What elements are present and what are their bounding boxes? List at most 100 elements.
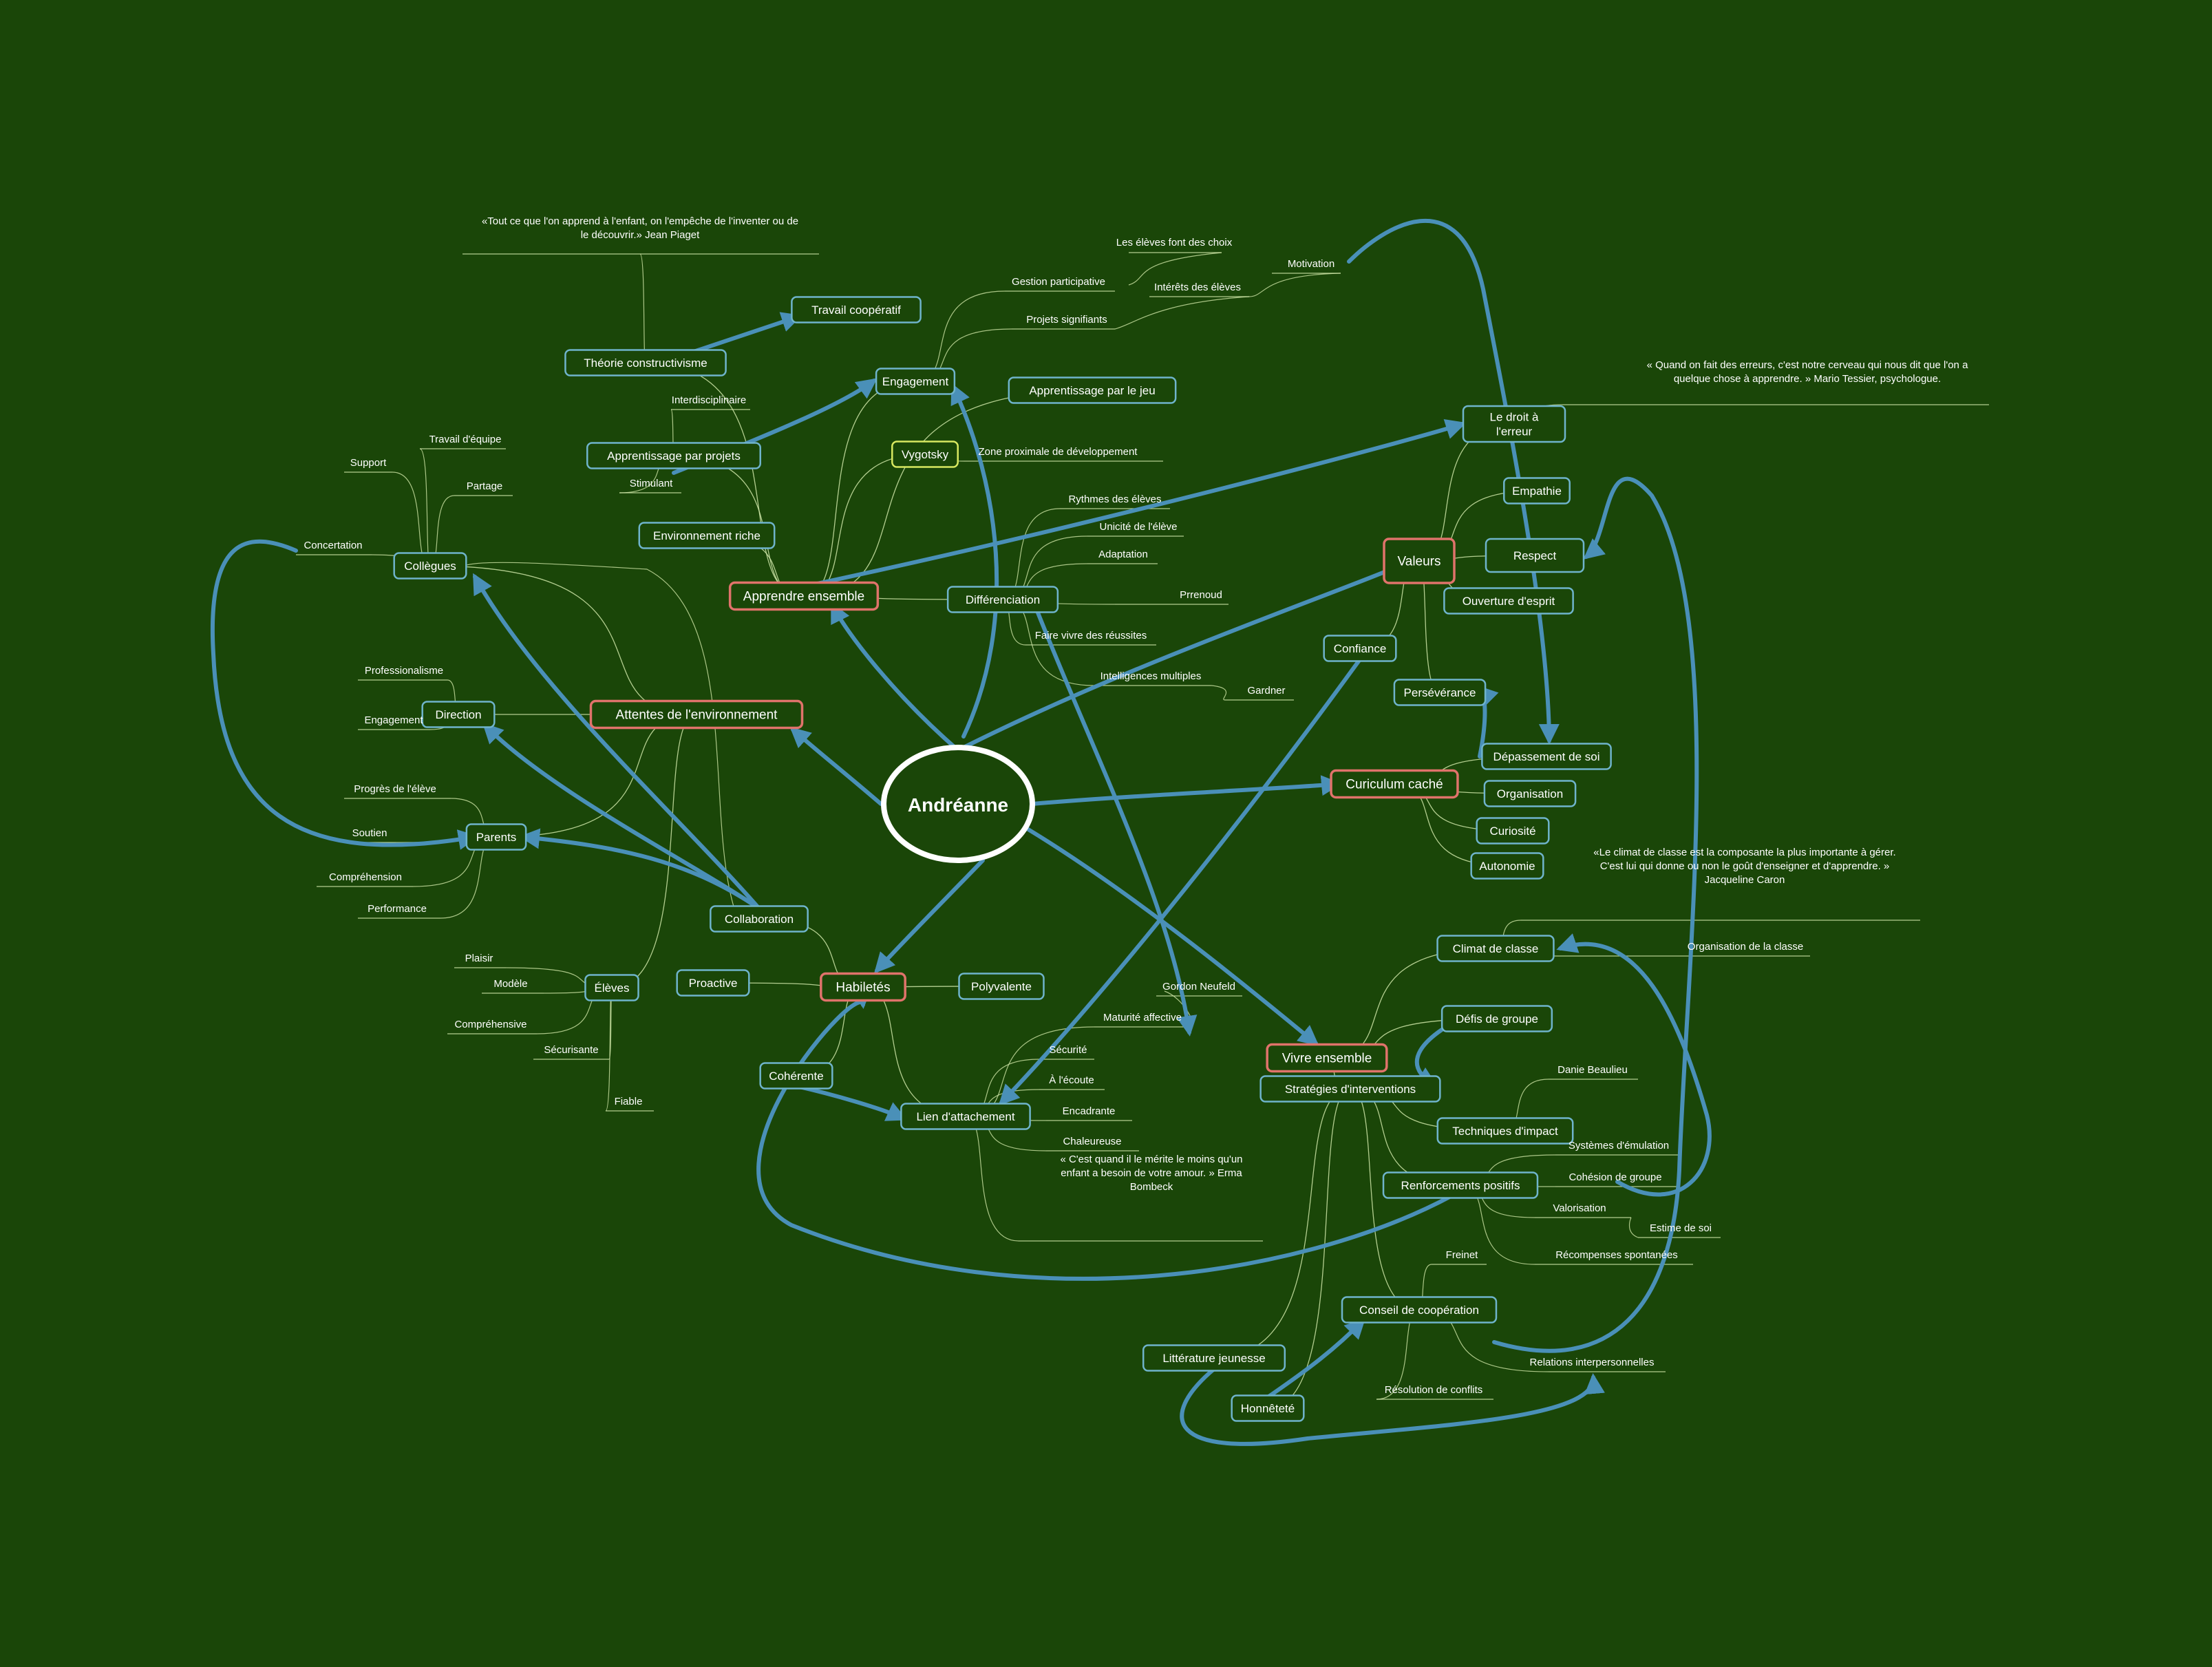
topic-apprendre[interactable]: Apprendre ensemble [728, 581, 880, 611]
topic-defis[interactable]: Défis de groupe [1440, 1005, 1553, 1032]
topic-vivre[interactable]: Vivre ensemble [1266, 1043, 1388, 1073]
topic-box[interactable] [1231, 1394, 1305, 1422]
topic-perseverance[interactable]: Persévérance [1393, 679, 1487, 706]
connector-arrow[interactable] [831, 602, 960, 752]
topic-autonomie[interactable]: Autonomie [1470, 852, 1544, 880]
topic-box[interactable] [875, 368, 956, 395]
topic-app-projets[interactable]: Apprentissage par projets [586, 442, 761, 469]
topic-box[interactable] [820, 972, 906, 1002]
topic-box[interactable] [1382, 1171, 1539, 1199]
topic-renforcements[interactable]: Renforcements positifs [1382, 1171, 1539, 1199]
topic-box[interactable] [900, 1103, 1031, 1130]
connector-arrow[interactable] [210, 539, 479, 850]
topic-box[interactable] [1440, 1005, 1553, 1032]
topic-techniques[interactable]: Techniques d'impact [1436, 1117, 1574, 1145]
topic-box[interactable] [676, 969, 750, 997]
topic-coherente[interactable]: Cohérente [759, 1062, 833, 1090]
topic-box[interactable] [1330, 769, 1459, 799]
topic-respect[interactable]: Respect [1485, 538, 1585, 573]
topic-engagement[interactable]: Engagement [875, 368, 956, 395]
topic-differenciation[interactable]: Différenciation [946, 586, 1059, 613]
topic-box[interactable] [1470, 852, 1544, 880]
topic-box[interactable] [1485, 538, 1585, 573]
topic-attentes[interactable]: Attentes de l'environnement [589, 699, 804, 730]
connector-arrow[interactable] [873, 858, 985, 974]
topic-theorie[interactable]: Théorie constructivisme [564, 349, 727, 376]
topic-env-riche[interactable]: Environnement riche [638, 522, 776, 549]
topic-box[interactable] [1436, 1117, 1574, 1145]
topic-polyvalente[interactable]: Polyvalente [958, 973, 1045, 1000]
connector-arrow[interactable] [794, 1084, 908, 1121]
topic-box[interactable] [586, 442, 761, 469]
topic-box[interactable] [891, 440, 959, 468]
topic-box[interactable] [1462, 405, 1566, 443]
topic-box[interactable] [946, 586, 1059, 613]
connector-arrow[interactable] [956, 555, 1423, 752]
topic-litterature[interactable]: Littérature jeunesse [1142, 1344, 1286, 1372]
topic-box[interactable] [465, 823, 527, 851]
topic-box[interactable] [421, 701, 496, 728]
connector-arrow[interactable] [1026, 827, 1319, 1046]
topic-box[interactable] [564, 349, 727, 376]
topic-box[interactable] [393, 552, 467, 580]
topic-box[interactable] [1341, 1296, 1498, 1324]
topic-organisation[interactable]: Organisation [1483, 780, 1577, 807]
connector-arrow[interactable] [809, 419, 1467, 587]
topic-empathie[interactable]: Empathie [1503, 477, 1571, 505]
topic-box[interactable] [1476, 817, 1550, 845]
connector-arrow[interactable] [1030, 597, 1198, 1037]
connector-arrow[interactable] [789, 727, 883, 806]
topic-box[interactable] [1443, 587, 1574, 615]
central-topic[interactable]: Andréanne [881, 745, 1035, 863]
topic-box[interactable] [1142, 1344, 1286, 1372]
topic-strategies[interactable]: Stratégies d'interventions [1259, 1075, 1441, 1103]
topic-travail-coop[interactable]: Travail coopératif [791, 296, 922, 323]
topic-depassement[interactable]: Dépassement de soi [1481, 743, 1612, 770]
topic-box[interactable] [1503, 477, 1571, 505]
topic-box[interactable] [638, 522, 776, 549]
topic-valeurs[interactable]: Valeurs [1383, 538, 1456, 584]
topic-lien[interactable]: Lien d'attachement [900, 1103, 1031, 1130]
connector-arrow[interactable] [482, 722, 761, 911]
connector-arrow[interactable] [1492, 476, 1699, 1353]
connector-arrow[interactable] [473, 573, 761, 911]
topic-box[interactable] [1481, 743, 1612, 770]
topic-box[interactable] [1483, 780, 1577, 807]
topic-curiculum[interactable]: Curiculum caché [1330, 769, 1459, 799]
topic-habiletes[interactable]: Habiletés [820, 972, 906, 1002]
connector-arrow[interactable] [998, 657, 1362, 1106]
topic-parents[interactable]: Parents [465, 823, 527, 851]
topic-eleves[interactable]: Élèves [584, 974, 639, 1001]
topic-box[interactable] [759, 1062, 833, 1090]
topic-box[interactable] [791, 296, 922, 323]
topic-box[interactable] [1008, 376, 1177, 404]
topic-direction[interactable]: Direction [421, 701, 496, 728]
connector-arrow[interactable] [1266, 1317, 1366, 1399]
connector-arrow[interactable] [1030, 775, 1342, 806]
topic-box[interactable] [1383, 538, 1456, 584]
topic-honnetete[interactable]: Honnêteté [1231, 1394, 1305, 1422]
topic-collegues[interactable]: Collègues [393, 552, 467, 580]
topic-box[interactable] [1436, 935, 1555, 962]
topic-box[interactable] [1323, 635, 1397, 662]
topic-collaboration[interactable]: Collaboration [710, 905, 809, 933]
topic-app-jeu[interactable]: Apprentissage par le jeu [1008, 376, 1177, 404]
topic-curiosite[interactable]: Curiosité [1476, 817, 1550, 845]
topic-vygotsky[interactable]: Vygotsky [891, 440, 959, 468]
topic-box[interactable] [1393, 679, 1487, 706]
connector-arrow[interactable] [1556, 933, 1712, 1197]
topic-box[interactable] [584, 974, 639, 1001]
connector-arrow[interactable] [950, 383, 999, 739]
topic-box[interactable] [589, 699, 804, 730]
topic-confiance[interactable]: Confiance [1323, 635, 1397, 662]
topic-ouverture[interactable]: Ouverture d'esprit [1443, 587, 1574, 615]
topic-proactive[interactable]: Proactive [676, 969, 750, 997]
topic-box[interactable] [1266, 1043, 1388, 1073]
central-topic-shape[interactable] [881, 745, 1035, 863]
topic-box[interactable] [728, 581, 880, 611]
topic-box[interactable] [710, 905, 809, 933]
connector-arrow[interactable] [756, 987, 1454, 1281]
connector-arrow[interactable] [1180, 1367, 1605, 1446]
topic-box[interactable] [1259, 1075, 1441, 1103]
